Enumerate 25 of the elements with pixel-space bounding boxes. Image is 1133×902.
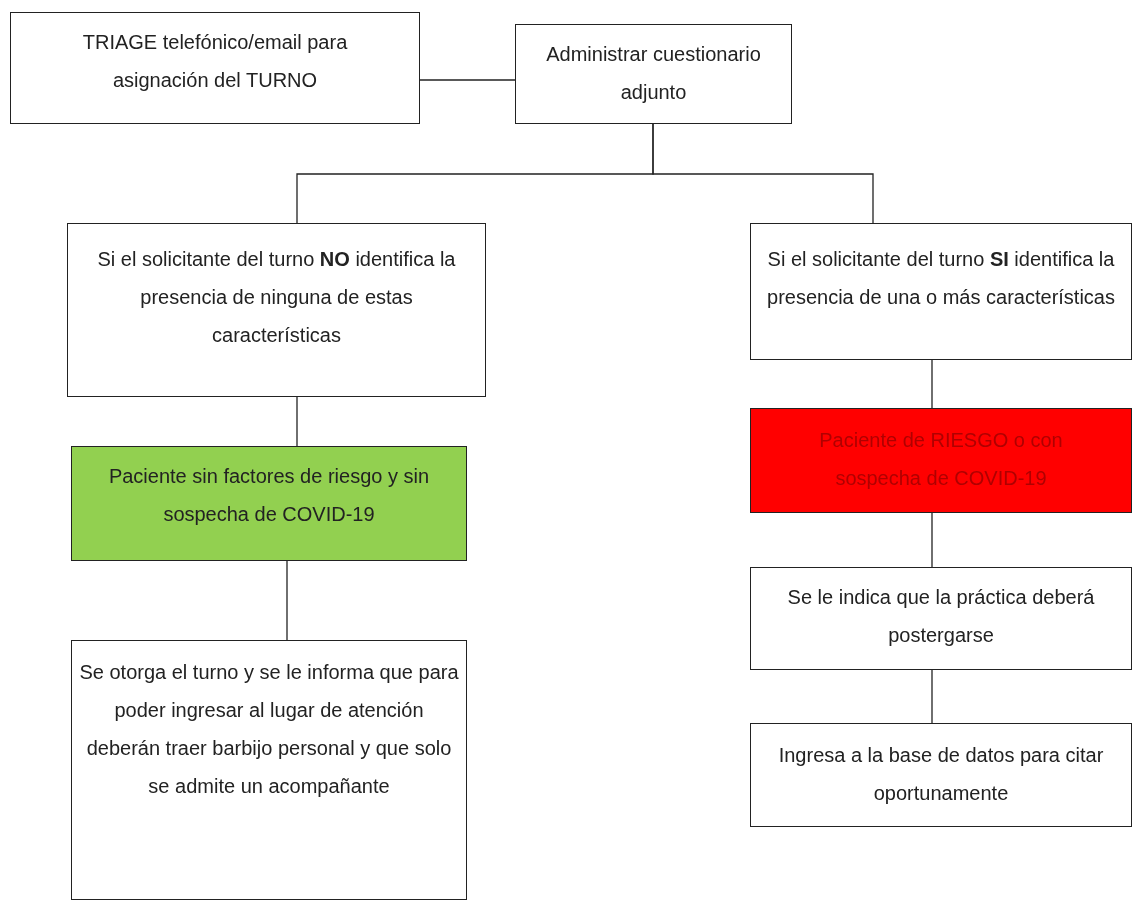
process-box	[750, 567, 1132, 670]
process-box	[71, 640, 467, 900]
process-box	[515, 24, 792, 124]
connector-line	[286, 560, 288, 641]
connector-line	[931, 512, 933, 568]
process-box	[10, 12, 420, 124]
process-box	[750, 223, 1132, 360]
process-box	[71, 446, 467, 561]
process-box	[750, 723, 1132, 827]
box-text: Se le indica que la práctica deberá postergarse	[786, 585, 1096, 648]
connector-line	[931, 669, 933, 724]
box-text: Paciente de RIESGO o con sospecha de COVID-19	[818, 428, 1064, 491]
box-text: Ingresa a la base de datos para citar oportunamente	[777, 743, 1105, 806]
box-text: Se otorga el turno y se le informa que para poder ingresar al lugar de atención deberán traer barbijo personal y que solo se admite un acompañante	[79, 660, 459, 799]
connector-line	[931, 359, 933, 409]
box-text: Administrar cuestionario adjunto	[545, 42, 762, 105]
connector-line	[652, 123, 874, 224]
connector-line	[296, 396, 298, 447]
box-text: Paciente sin factores de riesgo y sin sospecha de COVID-19	[107, 464, 431, 527]
process-box	[750, 408, 1132, 513]
box-text: Si el solicitante del turno SI identifica la presencia de una o más características	[766, 247, 1116, 310]
box-text: Si el solicitante del turno NO identifica la presencia de ninguna de estas características	[96, 247, 457, 348]
connector-line	[419, 79, 516, 81]
process-box	[67, 223, 486, 397]
box-text: TRIAGE telefónico/email para asignación del TURNO	[81, 30, 349, 93]
